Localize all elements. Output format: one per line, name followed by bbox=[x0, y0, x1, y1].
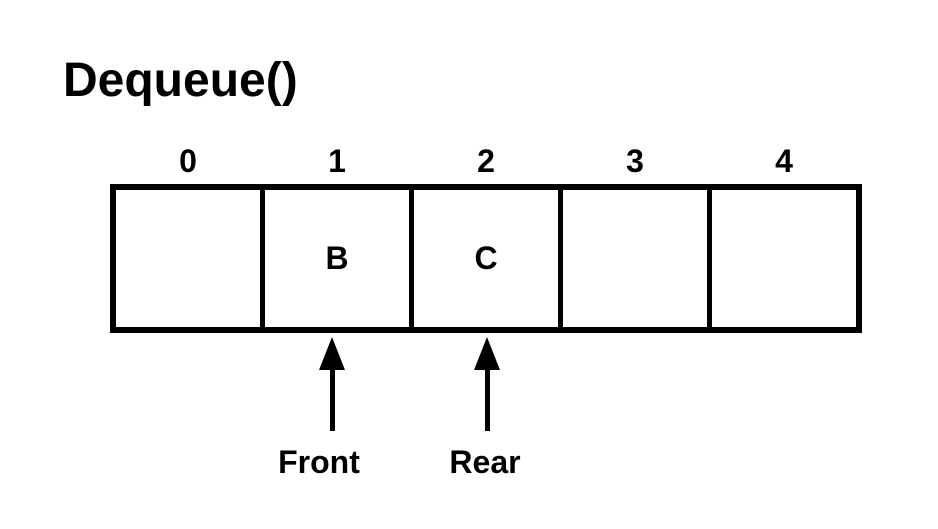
array-cell-0 bbox=[116, 190, 265, 327]
rear-arrow-icon bbox=[474, 337, 500, 431]
index-label-3: 3 bbox=[626, 143, 644, 180]
queue-array: B C bbox=[110, 184, 862, 333]
array-cell-1: B bbox=[265, 190, 414, 327]
index-row: 0 1 2 3 4 bbox=[110, 138, 862, 180]
index-label-1: 1 bbox=[328, 143, 346, 180]
array-cell-4 bbox=[712, 190, 856, 327]
front-arrow-icon bbox=[319, 337, 345, 431]
front-label: Front bbox=[278, 444, 360, 480]
rear-arrow-stem bbox=[484, 370, 490, 431]
rear-label: Rear bbox=[449, 444, 521, 480]
rear-arrow-head bbox=[474, 337, 500, 370]
page-title: Dequeue() bbox=[63, 54, 298, 107]
array-cell-3 bbox=[563, 190, 712, 327]
index-label-2: 2 bbox=[477, 143, 495, 180]
index-label-0: 0 bbox=[179, 143, 197, 180]
array-cell-2: C bbox=[414, 190, 563, 327]
index-label-4: 4 bbox=[775, 143, 793, 180]
cell-value-1: B bbox=[325, 240, 349, 276]
front-arrow-stem bbox=[329, 370, 335, 431]
front-arrow-head bbox=[319, 337, 345, 370]
cell-value-2: C bbox=[474, 240, 498, 276]
